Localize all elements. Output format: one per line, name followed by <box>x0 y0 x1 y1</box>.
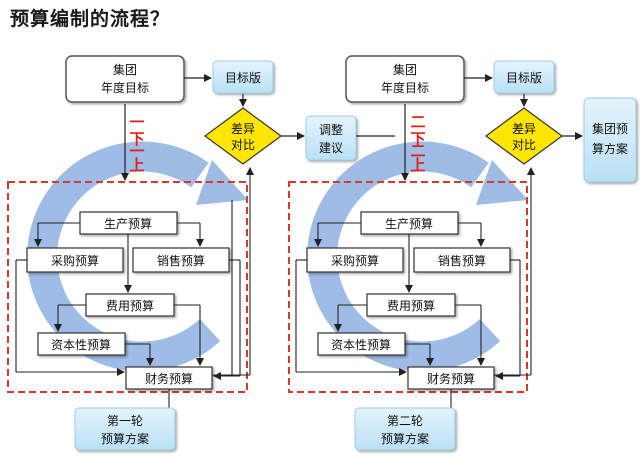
left-round: 集团 年度目标 目标版 差异 对比 一 下 一 上 生产预算 采购预算 销售预算… <box>7 55 283 451</box>
left-downup-char2: 下 <box>129 130 144 148</box>
final-plan-line1: 集团预 <box>592 121 628 136</box>
right-target-version-label: 目标版 <box>506 71 542 85</box>
right-capital-label: 资本性预算 <box>331 337 391 352</box>
left-finance-label: 财务预算 <box>145 371 193 386</box>
left-target-version-box <box>212 60 274 94</box>
right-downup-char4: 上 <box>410 156 425 174</box>
right-diff-line2: 对比 <box>512 138 536 152</box>
right-group-target-line1: 集团 <box>393 62 417 77</box>
left-production-label: 生产预算 <box>104 216 152 231</box>
left-target-version-label: 目标版 <box>225 71 261 85</box>
left-sales-label: 销售预算 <box>157 253 205 268</box>
right-expense-label: 费用预算 <box>387 298 435 313</box>
left-result-line1: 第一轮 <box>107 414 143 428</box>
final-plan-line2: 算方案 <box>592 141 628 156</box>
left-purchase-label: 采购预算 <box>51 253 99 268</box>
right-finance-label: 财务预算 <box>427 371 475 386</box>
right-downup-char1: 二 <box>410 113 425 131</box>
right-round: 集团 年度目标 目标版 差异 对比 二 下 二 上 生产预算 采购预算 销售预算… <box>288 55 564 451</box>
right-target-version-box <box>493 60 555 94</box>
page-title: 预算编制的流程？ <box>10 8 171 30</box>
left-downup-char1: 一 <box>129 113 144 131</box>
left-group-target-line2: 年度目标 <box>101 80 149 95</box>
right-purchase-box <box>306 247 404 273</box>
final-plan-box <box>583 97 637 183</box>
right-diff-line1: 差异 <box>512 122 536 136</box>
left-downup-char3: 一 <box>129 142 144 160</box>
left-capital-label: 资本性预算 <box>51 337 111 352</box>
left-result-box <box>74 407 176 451</box>
adjust-line2: 建议 <box>319 141 343 155</box>
left-expense-label: 费用预算 <box>106 298 154 313</box>
right-result-line2: 预算方案 <box>381 431 429 446</box>
right-diff-diamond <box>484 107 564 165</box>
right-sales-label: 销售预算 <box>438 253 486 268</box>
right-result-line1: 第二轮 <box>387 414 423 428</box>
adjust-line1: 调整 <box>319 122 343 137</box>
right-department-area <box>288 181 528 393</box>
left-group-target-line1: 集团 <box>113 62 137 77</box>
left-downup-char4: 上 <box>129 156 144 174</box>
left-diff-diamond <box>203 107 283 165</box>
left-department-area <box>7 181 248 393</box>
left-result-line2: 预算方案 <box>101 431 149 446</box>
right-downup-char2: 下 <box>410 130 425 148</box>
left-diff-line1: 差异 <box>231 122 255 136</box>
right-production-label: 生产预算 <box>385 216 433 231</box>
right-group-target-line2: 年度目标 <box>381 80 429 95</box>
left-diff-line2: 对比 <box>231 138 255 152</box>
left-group-target-box <box>65 55 185 103</box>
right-purchase-label: 采购预算 <box>331 253 379 268</box>
right-group-target-box <box>345 55 465 103</box>
adjust-suggestion-box <box>305 115 357 161</box>
left-sales-box <box>132 247 230 273</box>
right-result-box <box>354 407 456 451</box>
right-downup-char3: 二 <box>410 142 425 160</box>
